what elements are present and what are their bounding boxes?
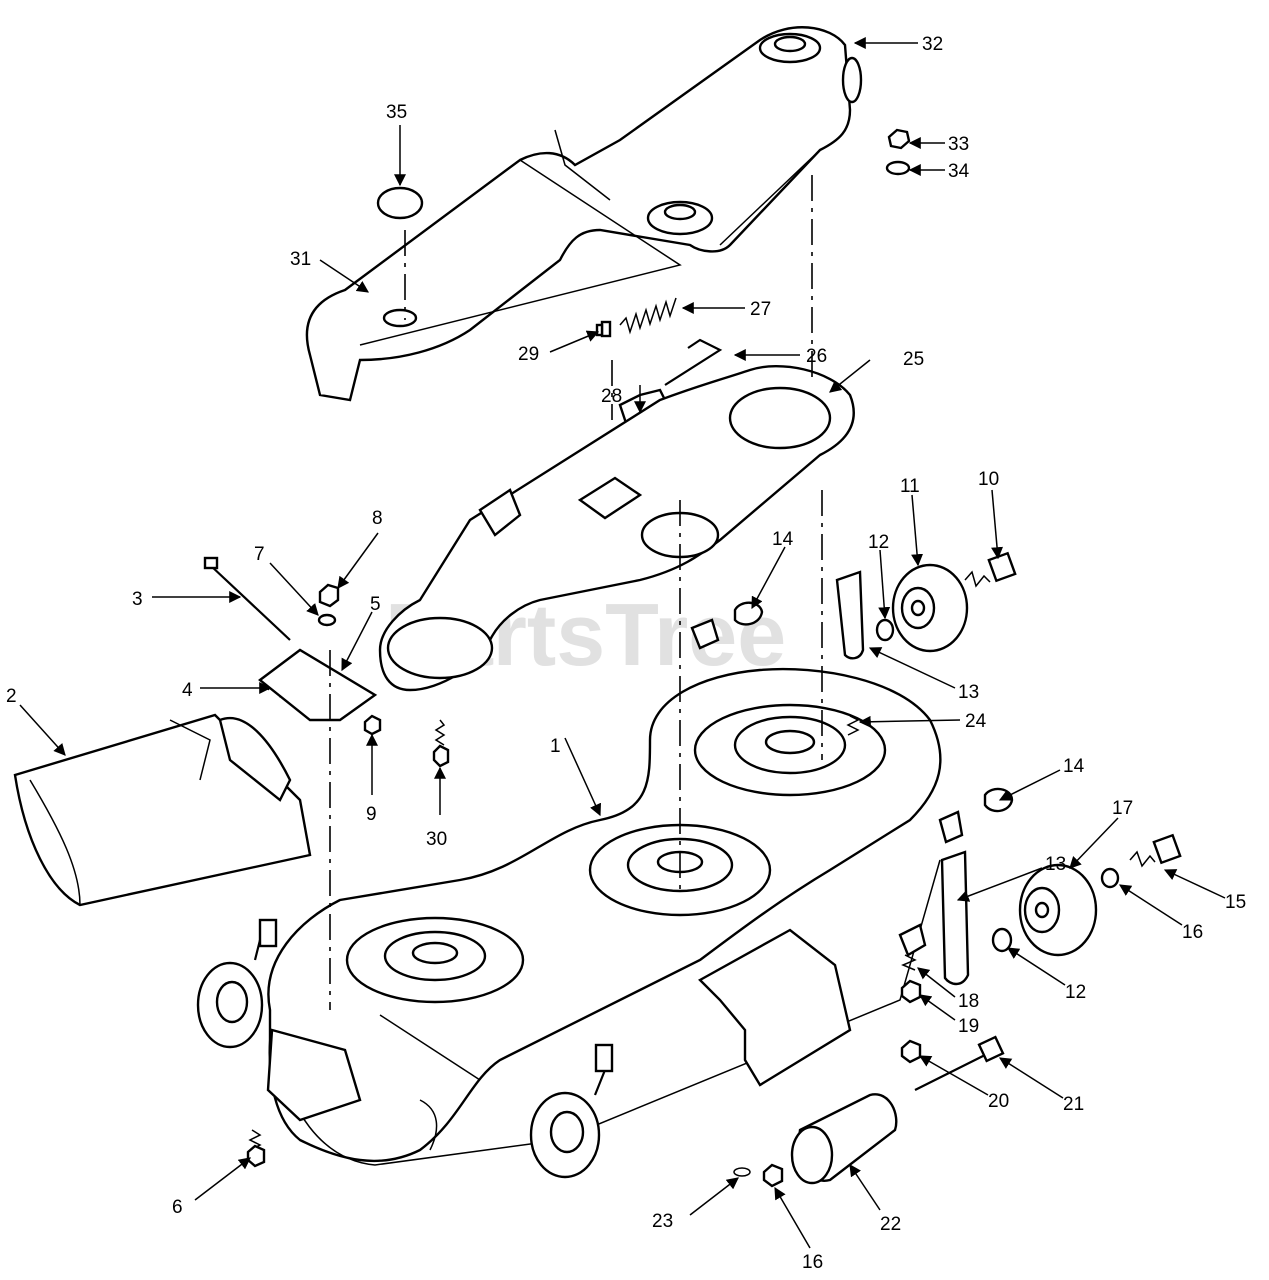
callout-32: 32 xyxy=(922,34,943,55)
leader-lines xyxy=(19,37,1226,1249)
wheel-left xyxy=(196,918,278,1049)
washer-34 xyxy=(885,160,911,176)
bolt-21 xyxy=(914,1035,1005,1091)
callout-25: 25 xyxy=(903,349,924,370)
wheel-middle xyxy=(529,1043,614,1179)
pin-29 xyxy=(595,323,604,337)
callout-33: 33 xyxy=(948,134,969,155)
callout-12-top: 12 xyxy=(868,532,889,553)
pivot-arm-13-top xyxy=(835,570,865,660)
bolt-18 xyxy=(898,923,927,971)
callout-10: 10 xyxy=(978,469,999,490)
roller-bracket xyxy=(698,928,852,1087)
callout-13-top: 13 xyxy=(958,682,979,703)
rod-26 xyxy=(664,338,723,386)
discharge-chute xyxy=(13,713,312,907)
callout-11: 11 xyxy=(900,476,920,497)
washer-12-bottom xyxy=(991,927,1013,953)
callout-2: 2 xyxy=(6,686,17,707)
callout-31: 31 xyxy=(290,249,311,270)
mower-deck xyxy=(266,667,942,1166)
callout-30: 30 xyxy=(426,829,447,850)
bolt-3-head xyxy=(203,556,219,570)
callout-28: 28 xyxy=(601,386,622,407)
callout-26: 26 xyxy=(806,346,827,367)
callout-21: 21 xyxy=(1063,1094,1084,1115)
washer-12-top xyxy=(875,618,895,642)
bolt-30 xyxy=(432,719,450,768)
nut-16-bottom xyxy=(762,1163,784,1188)
bolt-3 xyxy=(209,564,291,641)
callout-20: 20 xyxy=(988,1091,1009,1112)
callout-34: 34 xyxy=(948,161,970,182)
bracket-5 xyxy=(258,648,378,722)
spring-27 xyxy=(600,297,677,338)
callout-27: 27 xyxy=(750,299,771,320)
callout-14-bottom: 14 xyxy=(1063,756,1085,777)
callout-17: 17 xyxy=(1112,798,1133,819)
callout-13-bottom: 13 xyxy=(1045,854,1066,875)
spring-24 xyxy=(846,715,860,736)
nut-33 xyxy=(887,128,911,150)
bolt-15 xyxy=(1129,833,1182,868)
clip-23 xyxy=(733,1167,751,1177)
wheel-17 xyxy=(1018,863,1098,957)
plug-35 xyxy=(376,186,424,220)
nut-20 xyxy=(900,1039,922,1064)
callout-23: 23 xyxy=(652,1211,673,1232)
bolt-6 xyxy=(246,1129,266,1168)
callout-3: 3 xyxy=(132,589,143,610)
callout-7: 7 xyxy=(254,544,265,565)
nut-9 xyxy=(363,714,382,736)
pivot-arm-13-bottom xyxy=(940,850,970,986)
callout-29: 29 xyxy=(518,344,539,365)
washer-16-right xyxy=(1100,867,1120,889)
callout-14-top: 14 xyxy=(772,529,794,550)
nut-8 xyxy=(318,583,340,608)
callout-35: 35 xyxy=(386,102,407,123)
callout-1: 1 xyxy=(550,736,561,757)
callout-18: 18 xyxy=(958,991,979,1012)
bolt-10 xyxy=(964,551,1017,588)
wheel-11 xyxy=(891,563,969,653)
callout-6: 6 xyxy=(172,1197,183,1218)
mounting-plate xyxy=(378,364,855,692)
callout-8: 8 xyxy=(372,508,383,529)
callout-16-bottom: 16 xyxy=(802,1252,823,1273)
callout-19: 19 xyxy=(958,1016,979,1037)
callout-4: 4 xyxy=(182,680,193,701)
callout-15: 15 xyxy=(1225,892,1246,913)
pin-14-bottom xyxy=(938,787,1014,844)
callout-22: 22 xyxy=(880,1214,901,1235)
washer-7 xyxy=(317,613,337,627)
centre-lines xyxy=(329,175,823,1010)
nut-19 xyxy=(900,979,922,1004)
callout-16-right: 16 xyxy=(1182,922,1203,943)
callout-9: 9 xyxy=(366,804,377,825)
callout-labels: 1 2 3 4 5 6 7 8 9 10 11 12 12 13 13 14 1… xyxy=(6,34,1246,1273)
callout-5: 5 xyxy=(370,594,381,615)
roller-22 xyxy=(790,1093,898,1185)
belt-cover xyxy=(305,26,863,402)
callout-24: 24 xyxy=(965,711,987,732)
callout-12-bottom: 12 xyxy=(1065,982,1086,1003)
